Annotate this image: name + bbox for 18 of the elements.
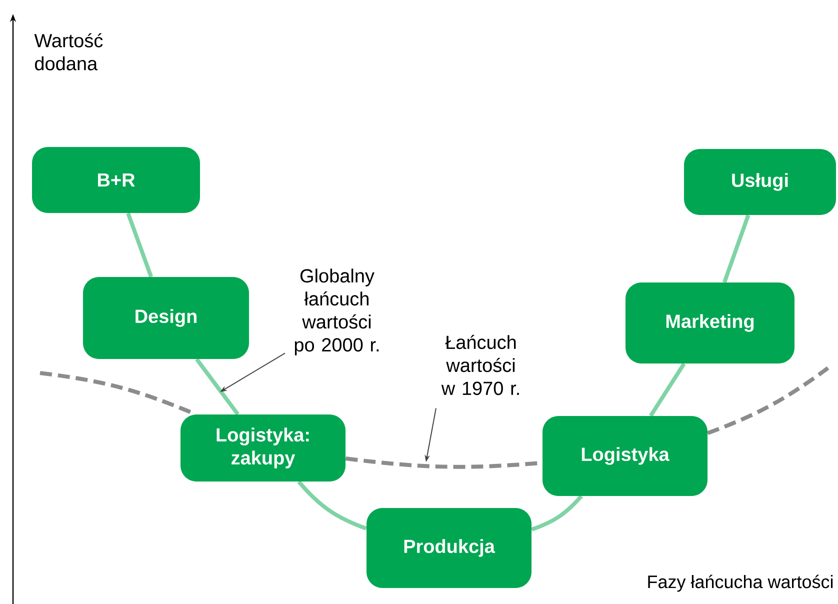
process-box: Usługi [684,148,836,215]
process-box: Logistyka: zakupy [180,414,346,482]
process-box: Produkcja [366,508,532,588]
process-box: Marketing [626,282,794,364]
chain-curve [297,480,367,530]
process-box: Design [83,276,249,359]
annotation-text: Globalny łańcuch wartości po 2000 r. [294,268,379,356]
chain-curve [126,212,153,278]
dashed-curve [707,366,830,436]
chain-curve [722,214,750,283]
process-box: Logistyka [542,416,708,496]
process-box: B+R [32,147,200,213]
axis-label: Wartość dodana [34,33,103,70]
chain-curve [649,362,686,417]
chain-curve [531,494,583,532]
annotation-text: Łańcuch wartości w 1970 r. [441,334,519,396]
chain-curve [195,358,240,416]
axis-label: Fazy łańcucha wartości [648,574,833,592]
